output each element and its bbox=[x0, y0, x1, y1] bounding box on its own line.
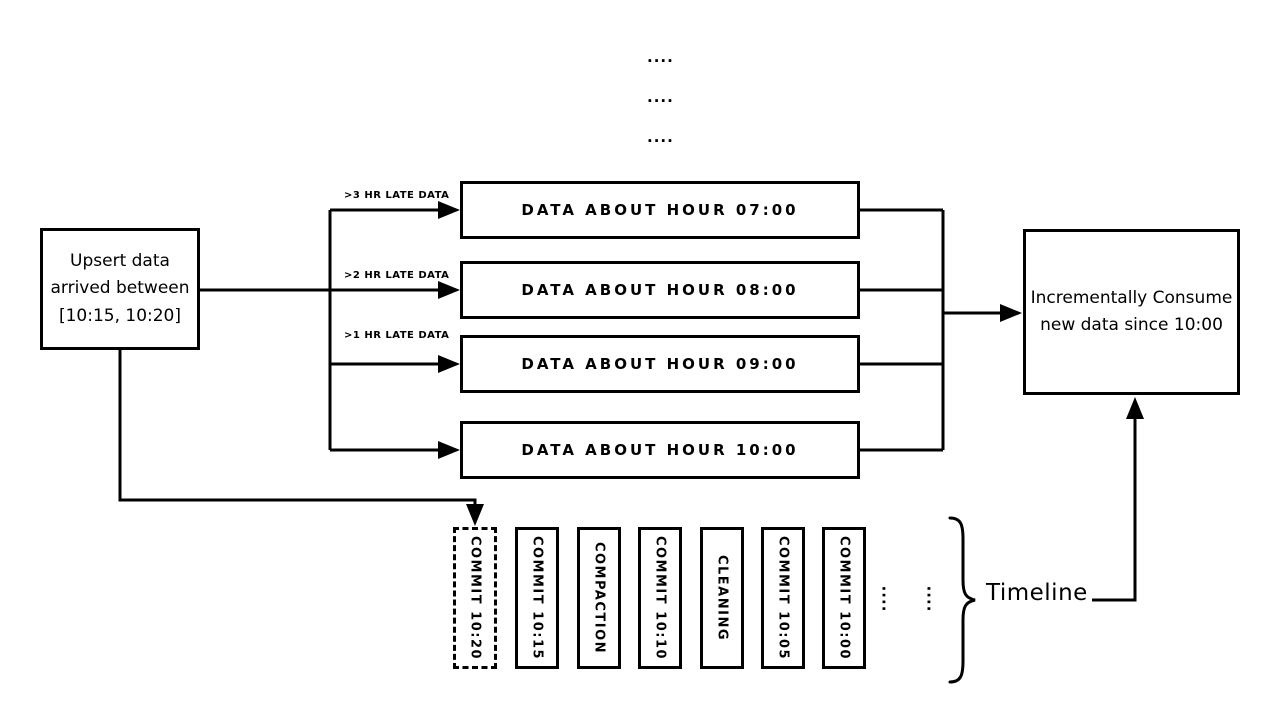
commit-box-10-20: COMMIT 10:20 bbox=[453, 527, 497, 669]
top-ellipsis-row-2: .... bbox=[647, 88, 674, 106]
commit-label: COMMIT 10:05 bbox=[775, 535, 791, 661]
arrowheads bbox=[438, 201, 1144, 526]
arrowhead-commit bbox=[466, 504, 484, 526]
commit-box-10-15: COMMIT 10:15 bbox=[515, 527, 559, 669]
top-ellipsis-row-1: .... bbox=[647, 48, 674, 66]
line-upsert-to-commit bbox=[118, 350, 477, 506]
commit-label: COMMIT 10:10 bbox=[652, 535, 668, 661]
upsert-data-box: Upsert data arrived between [10:15, 10:2… bbox=[40, 228, 200, 350]
timeline-label: Timeline bbox=[986, 580, 1088, 606]
late-label-3hr: >3 HR LATE DATA bbox=[344, 190, 450, 201]
timeline-brace bbox=[948, 516, 976, 684]
commit-box-10-10: COMMIT 10:10 bbox=[638, 527, 682, 669]
arrowhead-hour09 bbox=[438, 355, 460, 373]
cleaning-box: CLEANING bbox=[700, 527, 744, 669]
timeline-ellipsis-1: .... bbox=[878, 585, 897, 613]
commit-box-10-05: COMMIT 10:05 bbox=[761, 527, 805, 669]
commit-label: COMPACTION bbox=[591, 541, 607, 655]
top-ellipsis-row-3: .... bbox=[647, 128, 674, 146]
data-box-hour-1000: DATA ABOUT HOUR 10:00 bbox=[460, 421, 860, 479]
line-timeline-to-consume bbox=[1092, 418, 1137, 602]
commit-label: COMMIT 10:00 bbox=[836, 535, 852, 661]
incremental-consume-box: Incrementally Consume new data since 10:… bbox=[1023, 229, 1240, 395]
commit-label: CLEANING bbox=[714, 554, 730, 642]
data-box-hour-0700: DATA ABOUT HOUR 07:00 bbox=[460, 181, 860, 239]
data-box-hour-0800: DATA ABOUT HOUR 08:00 bbox=[460, 261, 860, 319]
arrowhead-hour07 bbox=[438, 201, 460, 219]
commit-label: COMMIT 10:20 bbox=[467, 535, 483, 661]
late-label-1hr: >1 HR LATE DATA bbox=[344, 330, 450, 341]
arrowhead-hour08 bbox=[438, 281, 460, 299]
late-label-2hr: >2 HR LATE DATA bbox=[344, 270, 450, 281]
compaction-box: COMPACTION bbox=[577, 527, 621, 669]
commit-label: COMMIT 10:15 bbox=[529, 535, 545, 661]
commit-box-10-00: COMMIT 10:00 bbox=[822, 527, 866, 669]
arrowhead-hour10 bbox=[438, 441, 460, 459]
timeline-ellipsis-2: .... bbox=[923, 585, 942, 613]
arrowhead-consume bbox=[1000, 304, 1022, 322]
connector-lines bbox=[118, 208, 1137, 684]
data-box-hour-0900: DATA ABOUT HOUR 09:00 bbox=[460, 335, 860, 393]
arrowhead-up-consume bbox=[1126, 397, 1144, 419]
